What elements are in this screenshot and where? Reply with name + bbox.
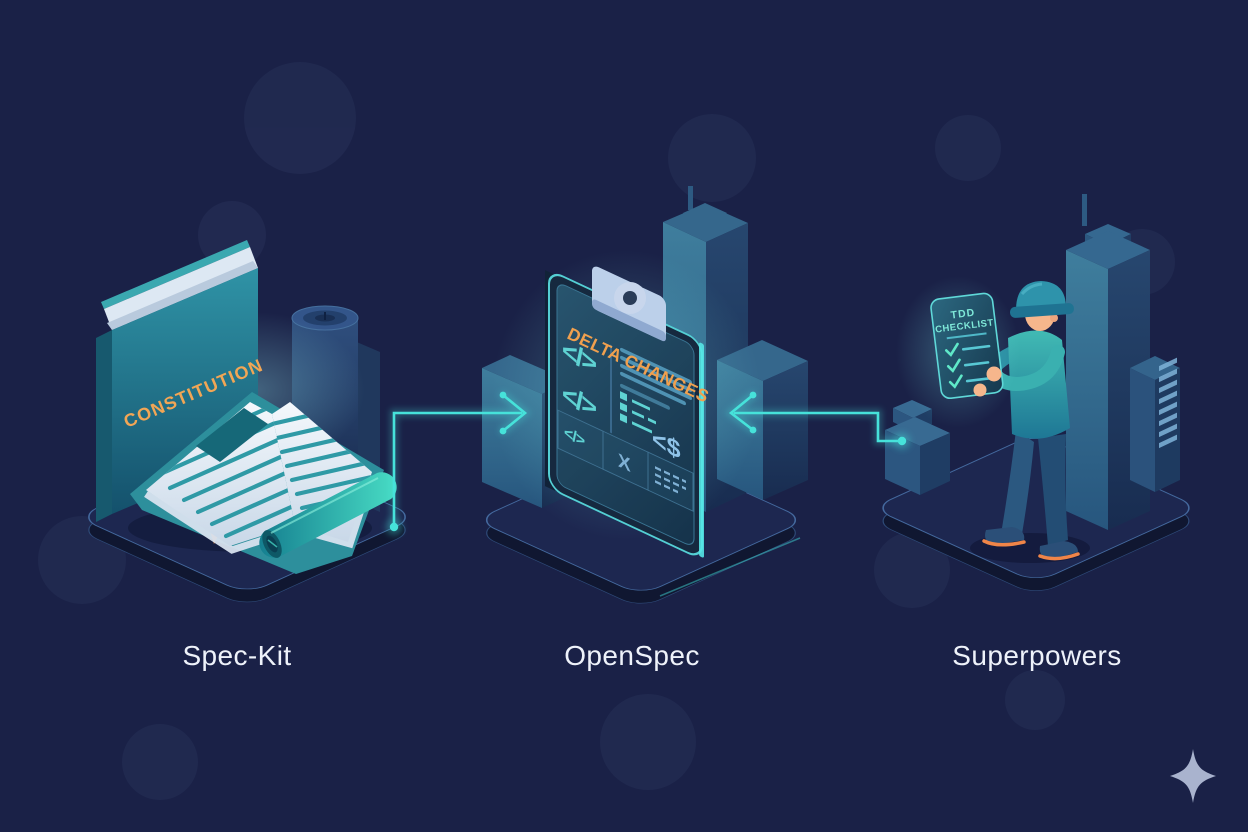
scene-spec-kit: CONSTITUTION (88, 240, 406, 603)
lying-scroll (259, 472, 397, 558)
hand-back (973, 383, 987, 397)
sparkle-icon (1170, 749, 1216, 803)
tablet-checklist: TDD CHECKLIST (930, 292, 1004, 400)
antenna (1082, 194, 1087, 226)
stepped-blocks (885, 400, 950, 495)
label-spec-kit: Spec-Kit (182, 640, 292, 671)
scene-openspec: </> </> <$ </> (482, 186, 808, 604)
ear (1050, 314, 1058, 322)
clipboard-cells (557, 409, 694, 512)
cell-x-glyph: X (618, 450, 631, 477)
clipboard: </> </> <$ </> (545, 266, 712, 558)
checklist-title-line1: TDD (950, 307, 976, 322)
left-page-figure (196, 408, 268, 462)
checklist-bullets (620, 391, 656, 434)
paragraph-lines (620, 347, 692, 410)
label-openspec: OpenSpec (564, 640, 700, 671)
shoe-right (1039, 541, 1078, 560)
engineer (974, 281, 1080, 561)
tower-windows (1130, 356, 1180, 492)
scene-superpowers: TDD CHECKLIST (882, 194, 1190, 591)
book-pages-top (101, 240, 250, 309)
arrow-spec-kit-to-openspec (385, 391, 532, 536)
label-superpowers: Superpowers (952, 640, 1122, 671)
arrow-superpowers-to-openspec (724, 391, 911, 450)
hard-hat (1009, 281, 1074, 318)
check-rows (944, 342, 995, 389)
shoe-left (985, 527, 1025, 545)
hand-front (986, 366, 1002, 382)
cell-notes-icon (655, 466, 686, 494)
antenna (688, 186, 693, 210)
book-spine (96, 330, 112, 522)
window-slats (1159, 357, 1177, 449)
leg-right (1038, 434, 1068, 546)
left-page (146, 402, 295, 546)
leg-left (1002, 430, 1034, 534)
